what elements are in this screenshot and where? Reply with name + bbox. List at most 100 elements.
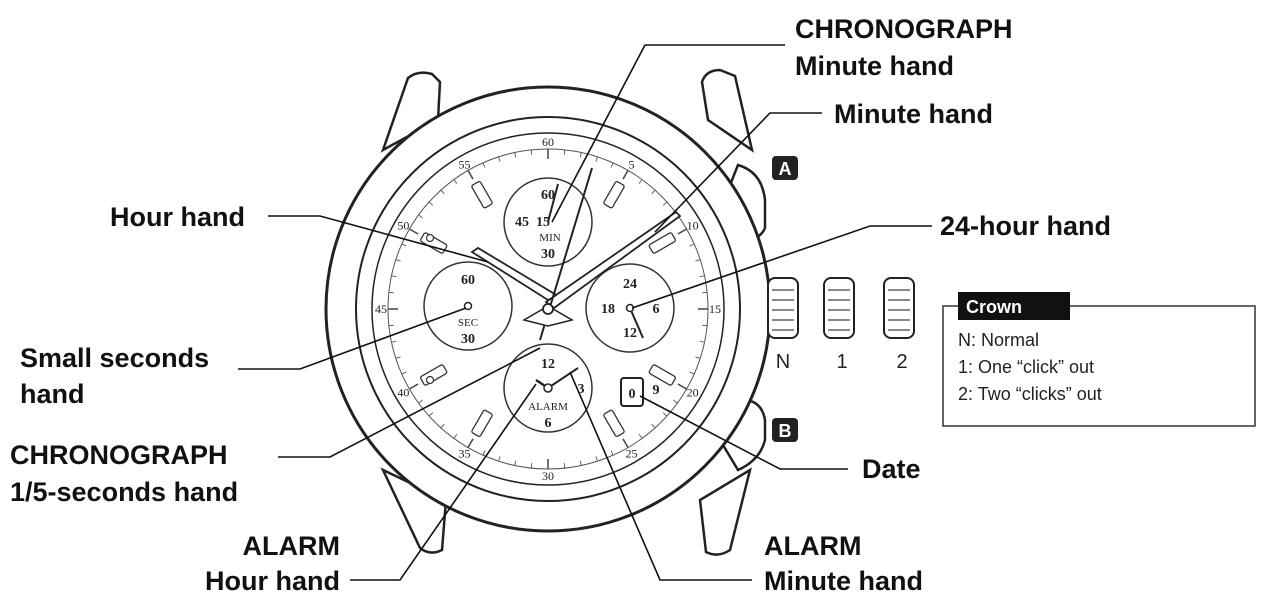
main-hands [470,167,682,341]
leader-small-seconds [238,307,467,370]
callout-labels: CHRONOGRAPH Minute hand Minute hand Hour… [10,14,1111,596]
subdial-minutes: 60 45 15 MIN 30 [503,177,593,267]
track-tick [638,434,643,439]
min-subdial-30: 30 [541,247,555,262]
hour-index [603,409,625,437]
date-neighbor-number: 9 [653,383,660,398]
crown-normal-icon[interactable] [767,277,799,339]
track-tick [530,149,533,155]
pusher-b[interactable] [718,398,767,472]
button-b-badge: B [772,418,798,442]
label-hour-hand: Hour hand [110,202,245,232]
track-tick [514,460,517,466]
label-24-hour-hand: 24-hour hand [940,211,1111,241]
button-a-badge: A [772,156,798,180]
sec-subdial-30: 30 [461,332,475,347]
label-chrono-minute-l1: CHRONOGRAPH [795,14,1013,44]
hour-index [471,181,493,209]
track-tick [662,201,668,206]
track-tick [391,340,397,343]
min-subdial-label: MIN [539,232,560,244]
track-tick [702,324,708,327]
track-tick [689,243,695,247]
track-tick [563,149,566,155]
dial-number-10: 10 [687,219,699,233]
hour-indices [420,181,676,437]
track-tick [702,291,708,294]
crown-pos-n: N [776,351,790,373]
track-tick [482,450,486,456]
track-tick [699,275,705,278]
track-tick [651,423,656,429]
dot-index [425,375,435,385]
track-tick [699,340,705,343]
hour-index [603,181,625,209]
crown-box-line-2: 1: One “click” out [958,357,1094,377]
label-small-seconds-l1: Small seconds [20,343,209,373]
track-tick [595,156,598,162]
dial-number-60: 60 [542,135,554,149]
alarm-subdial-12: 12 [541,357,555,372]
crown-info-box: Crown N: Normal 1: One “click” out 2: Tw… [942,292,1256,427]
lug-bottom-right [698,467,752,556]
crown-positions: N 1 2 [767,277,915,373]
subdial-24-hour: 24 18 6 12 [585,263,675,353]
crown-box-line-1: N: Normal [958,330,1039,350]
track-tick [610,450,614,456]
track-tick [695,356,701,359]
h24-subdial-18: 18 [601,302,615,317]
track-tick [453,434,458,439]
track-tick [514,152,517,158]
leader-minute [654,112,822,233]
dial-number-40: 40 [397,386,409,400]
track-tick [428,201,434,206]
track-tick [467,170,474,180]
track-tick [638,179,643,184]
track-tick [453,179,458,184]
track-tick [401,371,407,375]
track-tick [409,383,419,390]
track-tick [418,214,423,219]
date-value: 0 [629,387,636,402]
track-tick [388,291,394,294]
label-minute-hand: Minute hand [834,99,993,129]
crown-box-line-3: 2: Two “clicks” out [958,384,1102,404]
track-tick [610,162,614,168]
dial-number-30: 30 [542,469,554,483]
track-tick [391,275,397,278]
track-tick [651,189,656,195]
track-tick [563,463,566,469]
leader-alarm-hour [350,383,537,581]
button-a-letter: A [779,159,792,179]
min-subdial-45: 45 [515,215,529,230]
dial-number-20: 20 [687,386,699,400]
minute-track-ticks [388,149,708,469]
track-tick [677,228,687,235]
lug-top-right [700,68,754,153]
crown-pos-1: 1 [836,351,847,373]
sec-subdial-label: SEC [458,317,478,329]
track-tick [689,371,695,375]
track-tick [418,399,423,404]
subdial-seconds: 60 SEC 30 [423,261,513,351]
label-chrono-fifth-l2: 1/5-seconds hand [10,477,238,507]
alarm-subdial-label: ALARM [528,401,568,413]
leader-24-hour [631,225,932,309]
track-tick [579,460,582,466]
track-tick [530,463,533,469]
hour-index [648,232,676,254]
min-subdial-60: 60 [541,188,555,203]
lug-bottom-left [380,467,448,554]
label-alarm-minute-l2: Minute hand [764,566,923,596]
dial-number-25: 25 [626,447,638,461]
track-tick [395,356,401,359]
track-tick [401,243,407,247]
track-tick [677,383,687,390]
hour-index [471,409,493,437]
leader-chrono-fifth [278,347,541,458]
leader-hour [268,215,489,263]
track-tick [409,228,419,235]
